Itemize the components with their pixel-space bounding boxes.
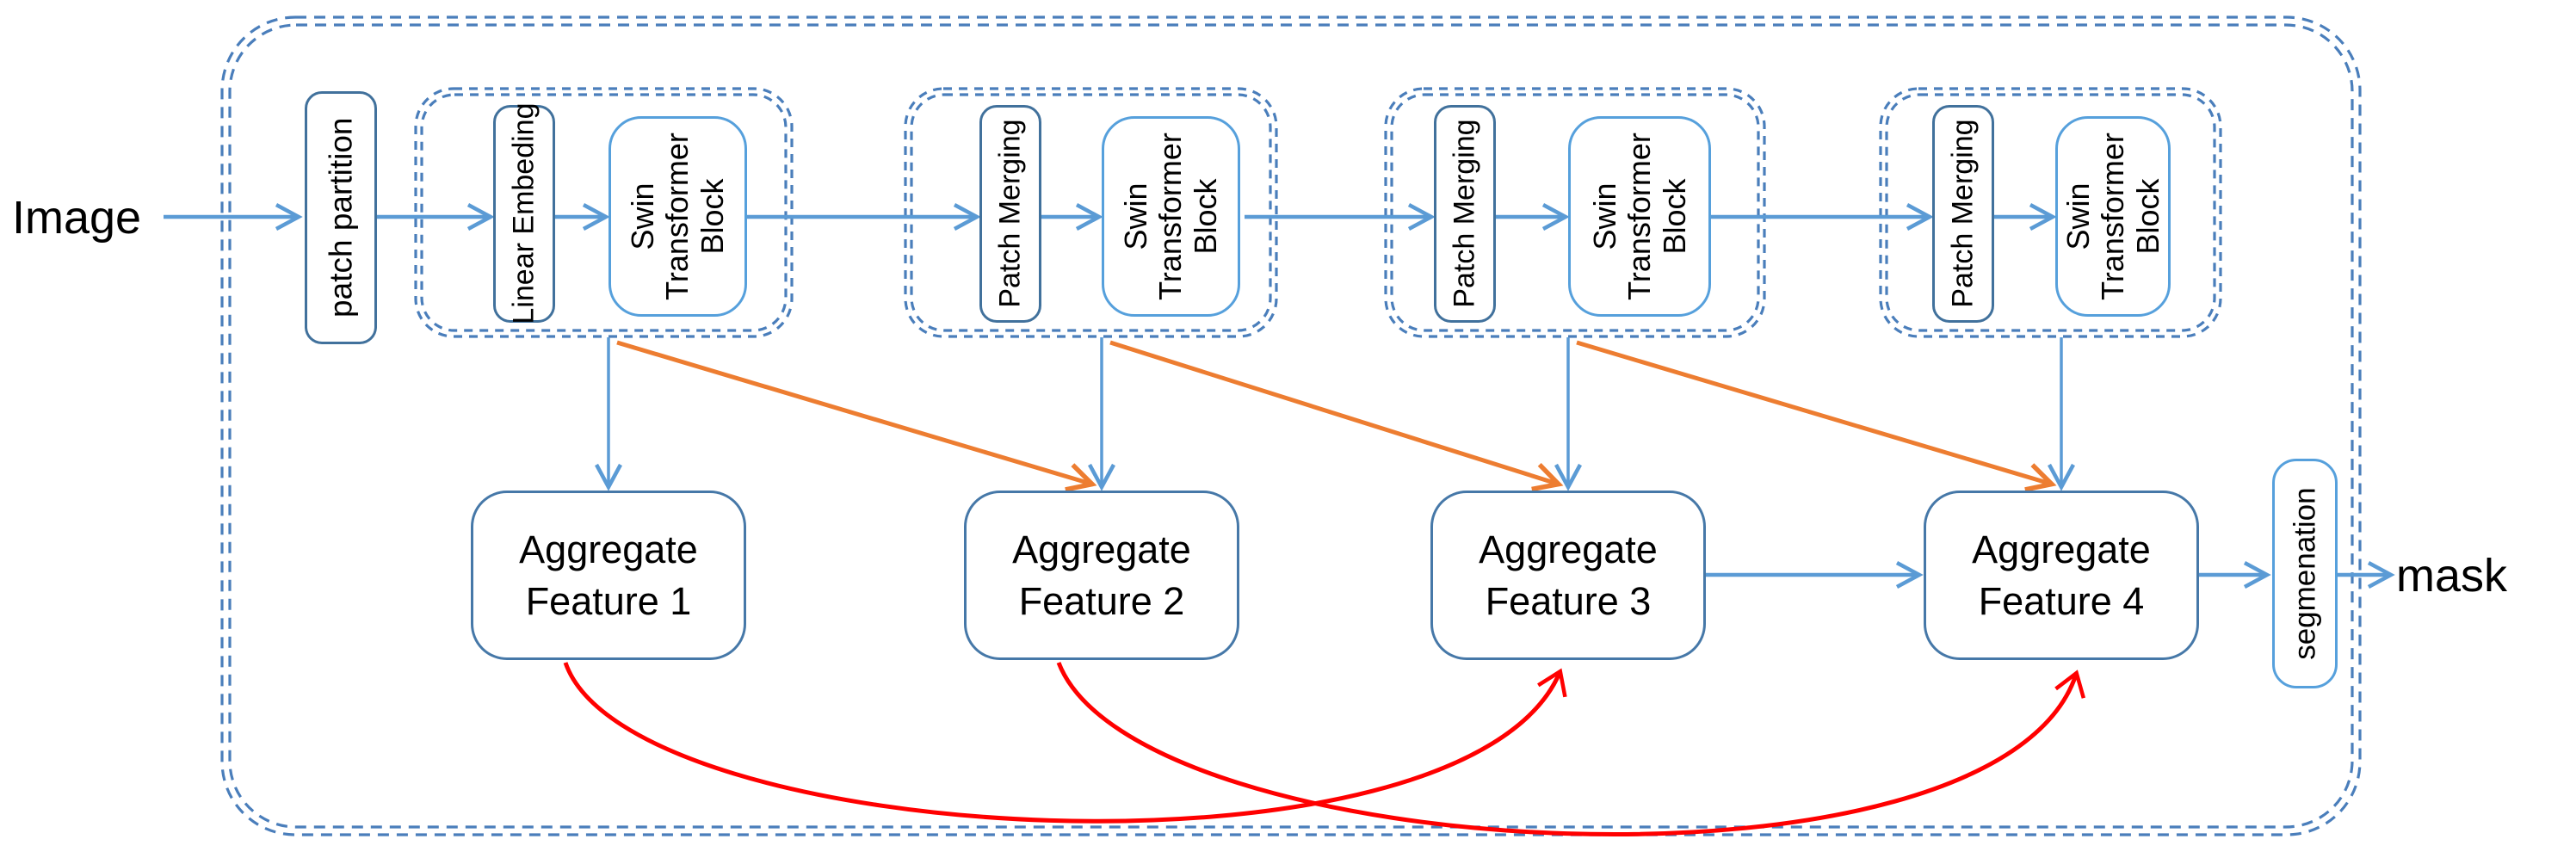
aggregate-feature-4-label: Aggregate Feature 4 <box>1972 528 2151 623</box>
arrow-af2-to-af4 <box>1056 662 2085 836</box>
stage-1-swin-block: Swin Transformer Block <box>608 116 747 317</box>
aggregate-feature-1-box: Aggregate Feature 1 <box>471 491 746 660</box>
stage-to-aggregate-arrows <box>595 337 2075 491</box>
aggregate-feature-1-label: Aggregate Feature 1 <box>519 528 698 623</box>
stage-2-swin-block: Swin Transformer Block <box>1102 116 1240 317</box>
aggregate-feature-2-box: Aggregate Feature 2 <box>964 491 1239 660</box>
arrow-stage2-to-af3 <box>1109 340 1564 492</box>
red-skip-arrows <box>563 662 2085 836</box>
aggregate-feature-4-box: Aggregate Feature 4 <box>1924 491 2199 660</box>
stage-3-proj-box: Patch Merging <box>1434 105 1496 323</box>
arrow-af1-to-af3 <box>563 662 1567 824</box>
arrow-stage3-to-af4 <box>1576 340 2057 492</box>
stage-4-proj-label: Patch Merging <box>1946 119 1980 309</box>
stage-2-proj-box: Patch Merging <box>979 105 1041 323</box>
patch-partition-box: patch partition <box>305 91 377 344</box>
output-mask-label: mask <box>2396 550 2508 602</box>
stage-3-swin-label: Swin Transformer Block <box>1586 133 1692 300</box>
orange-skip-arrows <box>616 340 2057 492</box>
stage-4-swin-label: Swin Transformer Block <box>2060 133 2165 300</box>
stage-1-proj-label: Linear Embeding <box>507 102 541 325</box>
segmentation-box: segmenation <box>2272 459 2338 688</box>
arrow-stage1-to-af2 <box>616 340 1097 492</box>
stage-1-proj-box: Linear Embeding <box>493 102 555 325</box>
aggregate-feature-2-label: Aggregate Feature 2 <box>1012 528 1191 623</box>
stage-3-swin-block: Swin Transformer Block <box>1568 116 1711 317</box>
segmentation-label: segmenation <box>2288 487 2322 660</box>
aggregate-feature-3-label: Aggregate Feature 3 <box>1479 528 1658 623</box>
stage-1-swin-label: Swin Transformer Block <box>625 133 730 300</box>
aggregate-feature-3-box: Aggregate Feature 3 <box>1430 491 1706 660</box>
stage-2-proj-label: Patch Merging <box>993 119 1027 309</box>
stage-2-swin-label: Swin Transformer Block <box>1118 133 1223 300</box>
input-image-label: Image <box>12 192 142 244</box>
patch-partition-label: patch partition <box>323 117 359 318</box>
stage-4-swin-block: Swin Transformer Block <box>2055 116 2171 317</box>
stage-4-proj-box: Patch Merging <box>1932 105 1994 323</box>
stage-3-proj-label: Patch Merging <box>1448 119 1481 309</box>
